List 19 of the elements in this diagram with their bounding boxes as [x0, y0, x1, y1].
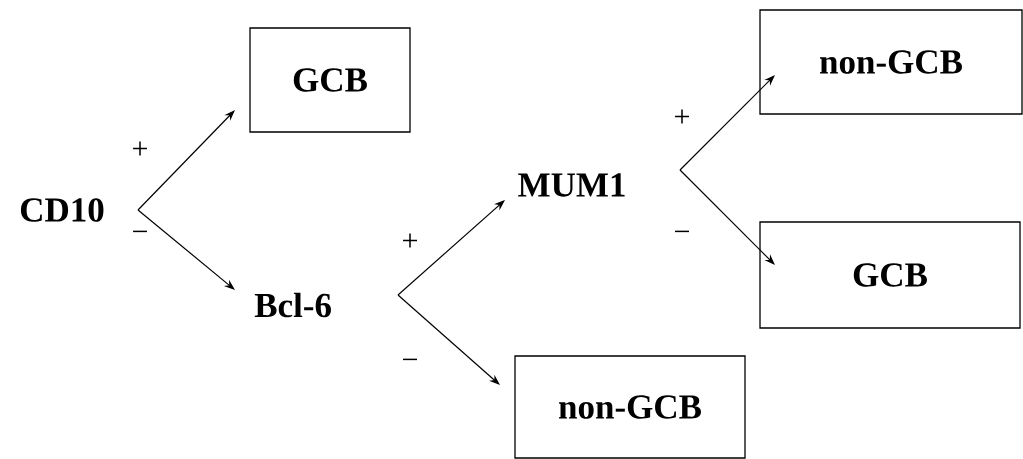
- edge-label: +: [133, 141, 147, 156]
- branch-arrow: [137, 110, 235, 211]
- edge-label: −: [403, 358, 417, 361]
- edge-label: −: [133, 230, 147, 233]
- branch-arrow: [397, 294, 500, 385]
- result-box: GCB: [759, 221, 1021, 329]
- branch-arrow: [679, 169, 775, 265]
- marker-label: CD10: [20, 198, 104, 222]
- result-box: GCB: [249, 27, 411, 133]
- edge-label: +: [403, 233, 417, 248]
- branch-arrow: [137, 209, 235, 290]
- edge-label: −: [675, 230, 689, 233]
- marker-label: Bcl-6: [254, 292, 331, 318]
- branch-arrow: [679, 75, 775, 171]
- marker-label: MUM1: [518, 173, 625, 197]
- branch-arrow: [397, 200, 505, 296]
- edge-label: +: [675, 109, 689, 124]
- result-box: non-GCB: [514, 355, 746, 459]
- result-box: non-GCB: [759, 9, 1023, 115]
